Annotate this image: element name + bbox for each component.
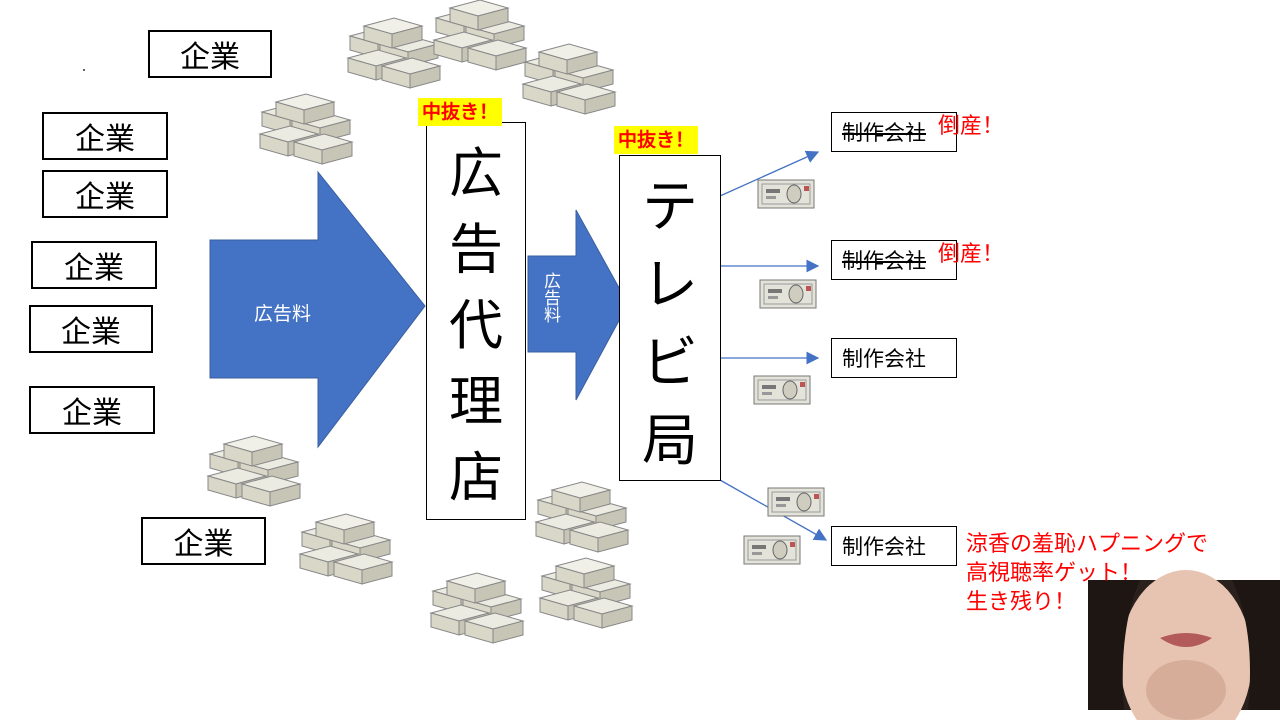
tv-station-char: レ — [642, 252, 698, 318]
flow-line-1 — [719, 150, 820, 197]
banknote-icon — [757, 179, 815, 209]
money-stack-icon — [539, 557, 633, 629]
ad-agency-box: 広 告 代 理 店 — [426, 122, 526, 520]
banknote-icon — [759, 279, 817, 309]
company-box: 企業 — [29, 386, 155, 434]
banknote-icon — [743, 535, 801, 565]
company-box: 企業 — [148, 30, 272, 78]
ad-agency-char: 代 — [449, 293, 503, 357]
money-stack-icon — [535, 481, 629, 553]
tv-station-tag: 中抜き！ — [614, 126, 699, 154]
production-company-box: 制作会社 — [831, 112, 957, 152]
bankrupt-label: 倒産！ — [938, 114, 1005, 139]
small-arrow-label: 広告料 — [540, 272, 560, 323]
ad-agency-tag: 中抜き！ — [418, 98, 503, 126]
ad-agency-char: 告 — [449, 217, 503, 281]
money-stack-icon — [522, 43, 616, 115]
company-box: 企業 — [31, 241, 157, 289]
money-stack-icon — [430, 572, 524, 644]
small-arrow — [527, 209, 629, 401]
production-company-label: 制作会社 — [842, 249, 926, 273]
money-stack-icon — [347, 17, 441, 89]
company-box: 企業 — [42, 112, 168, 160]
ad-agency-char: 店 — [449, 445, 503, 509]
banknote-icon — [767, 487, 825, 517]
production-company-box: 制作会社 — [831, 240, 957, 280]
money-stack-icon — [207, 435, 301, 507]
tv-station-box: テ レ ビ 局 — [619, 155, 721, 481]
money-stack-icon — [259, 93, 353, 165]
tv-station-char: ビ — [642, 330, 698, 396]
production-company-label: 制作会社 — [842, 347, 926, 371]
survivor-note-line: 生き残り！ — [966, 590, 1077, 615]
money-stack-icon — [433, 0, 527, 71]
ad-agency-char: 広 — [449, 141, 503, 205]
survivor-note-line: 涼香の羞恥ハプニングで — [966, 532, 1209, 557]
big-arrow-label: 広告料 — [254, 303, 312, 325]
production-company-label: 制作会社 — [842, 535, 926, 559]
bankrupt-label: 倒産！ — [938, 242, 1005, 267]
production-company-box: 制作会社 — [831, 526, 957, 566]
survivor-note-line: 高視聴率ゲット！ — [966, 561, 1143, 586]
big-arrow — [209, 170, 426, 449]
production-company-box: 制作会社 — [831, 338, 957, 378]
tv-station-char: テ — [642, 174, 698, 240]
company-box: 企業 — [29, 305, 153, 353]
company-box: 企業 — [141, 517, 266, 565]
banknote-icon — [753, 375, 811, 405]
ad-agency-char: 理 — [449, 369, 503, 433]
photo-face — [1088, 570, 1280, 720]
money-stack-icon — [299, 513, 393, 585]
production-company-label: 制作会社 — [842, 121, 926, 145]
tv-station-char: 局 — [642, 408, 698, 474]
company-box: 企業 — [42, 170, 168, 218]
